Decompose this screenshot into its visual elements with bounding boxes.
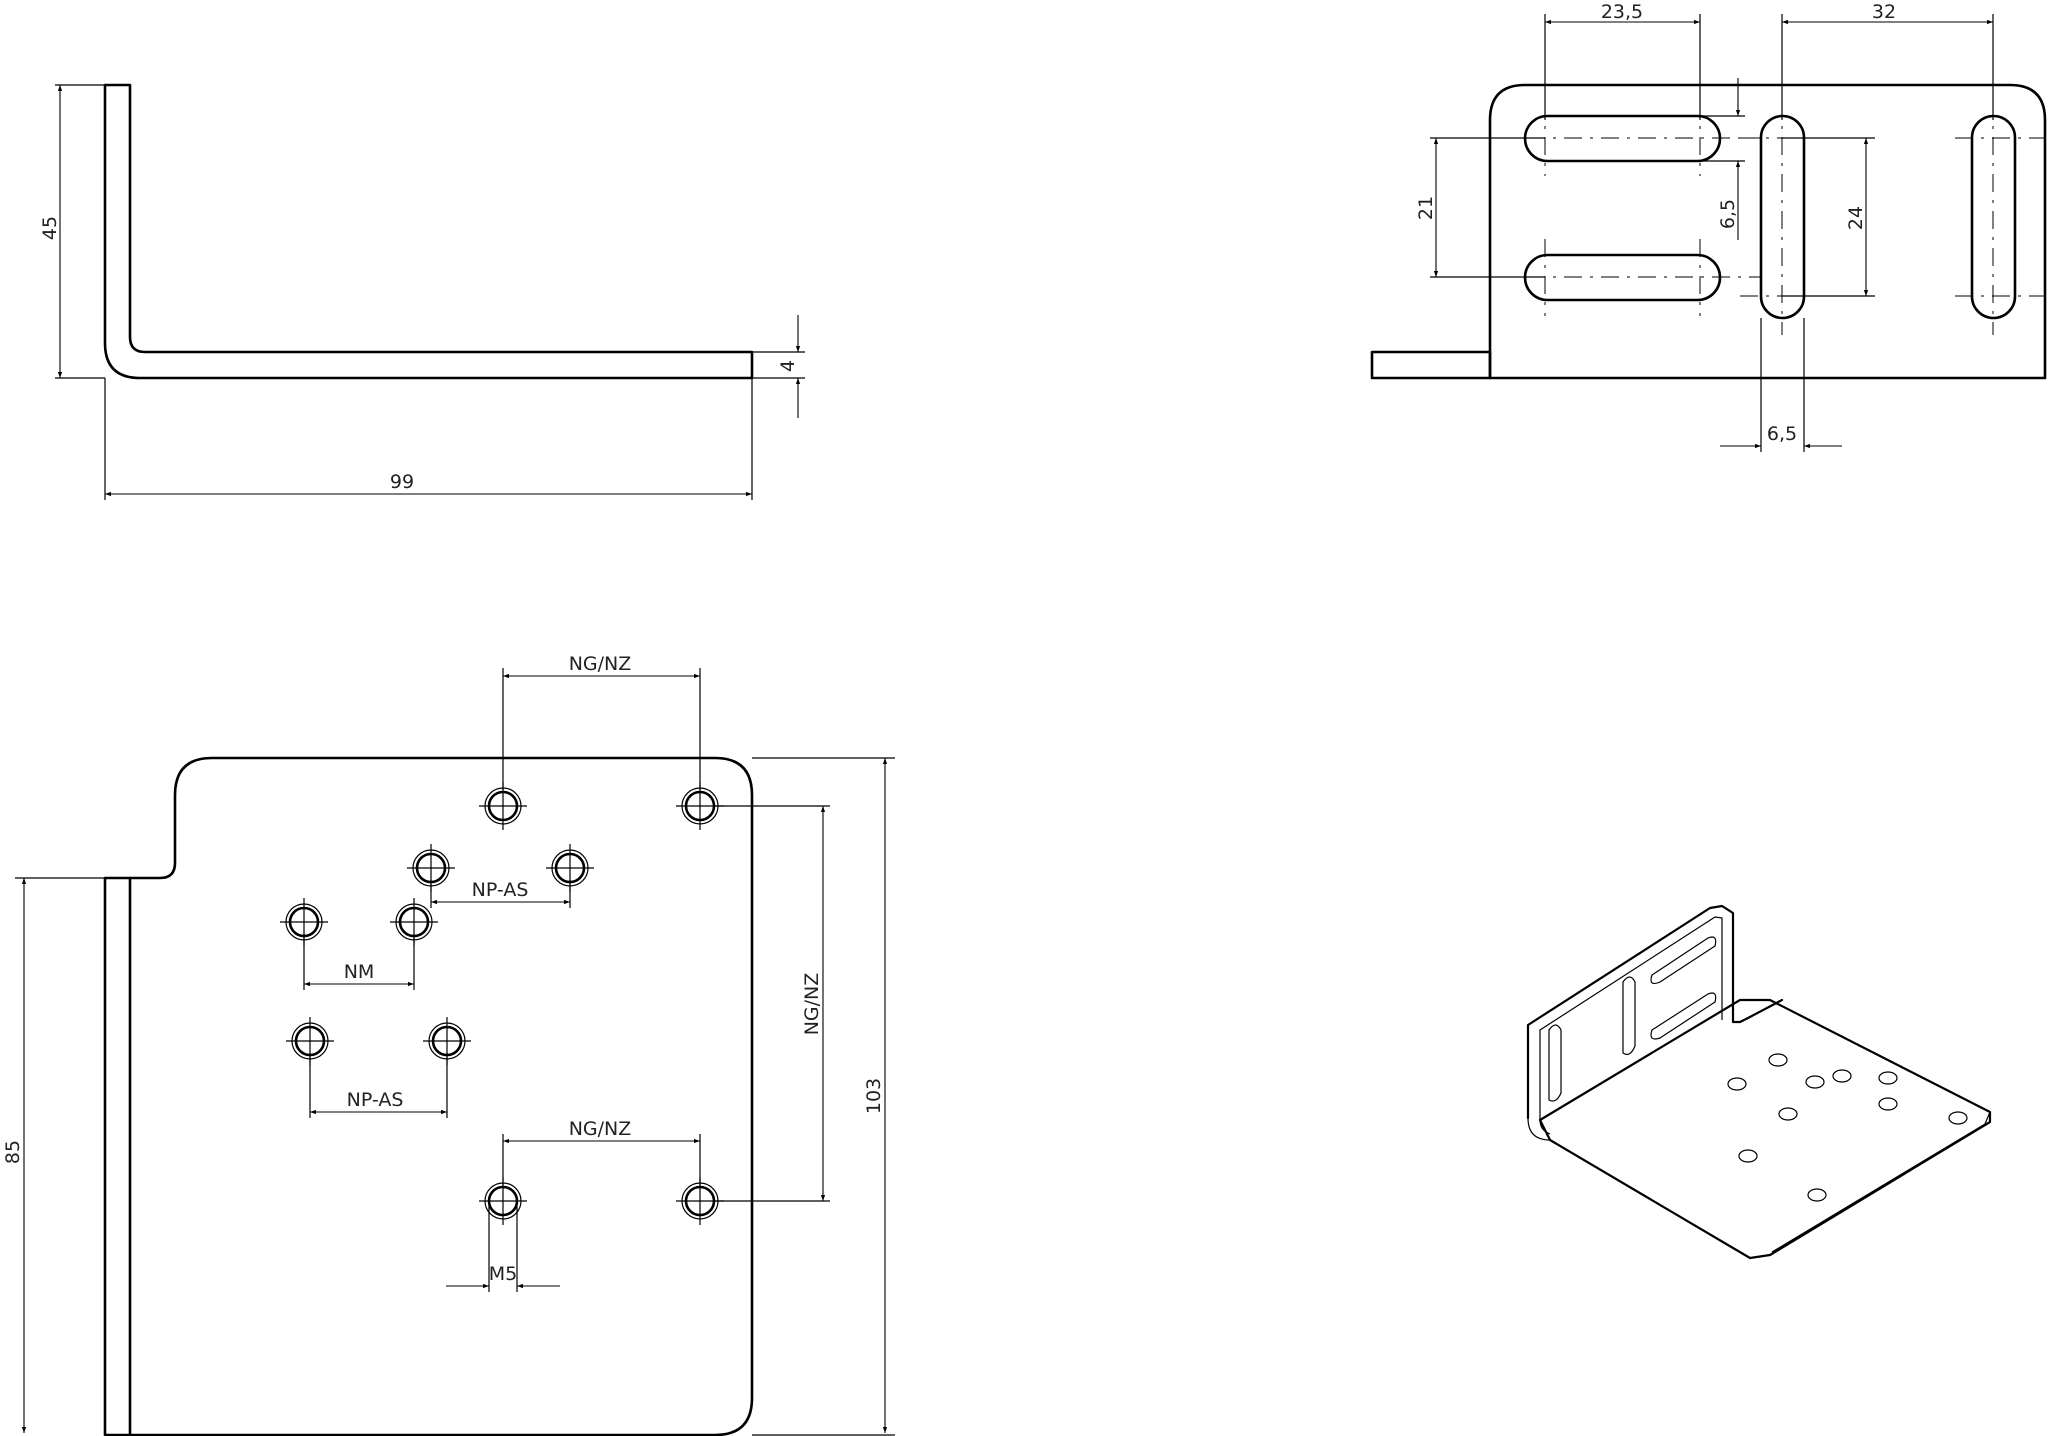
front-view: 23,5 32 21 6,5 24 6,5 bbox=[1370, 1, 2047, 452]
dim-side-height: 45 bbox=[39, 216, 61, 240]
dim-front-slot-width-bottom: 6,5 bbox=[1767, 423, 1797, 445]
dim-ng-nz-vertical: NG/NZ bbox=[801, 973, 823, 1036]
dim-nm: NM bbox=[344, 961, 375, 983]
dim-top-width: 103 bbox=[863, 1078, 885, 1114]
iso-hole-7 bbox=[1878, 1097, 1898, 1111]
iso-hole-6 bbox=[1778, 1107, 1798, 1121]
dim-ng-nz-lower: NG/NZ bbox=[569, 1118, 632, 1140]
front-view-outline bbox=[1488, 83, 2047, 380]
iso-slot-2 bbox=[1622, 976, 1636, 1056]
iso-hole-10 bbox=[1807, 1188, 1827, 1202]
iso-base-plate bbox=[1538, 998, 1992, 1260]
iso-vertical-wall bbox=[1526, 904, 1784, 1120]
iso-hole-5 bbox=[1878, 1071, 1898, 1085]
side-view: 45 4 99 bbox=[39, 83, 805, 500]
dim-front-slot-spacing: 23,5 bbox=[1601, 1, 1643, 23]
dim-front-slot-length: 24 bbox=[1845, 206, 1867, 230]
iso-hole-8 bbox=[1948, 1111, 1968, 1125]
iso-slot-4 bbox=[1650, 992, 1717, 1040]
iso-slot-3 bbox=[1650, 936, 1717, 985]
dim-thread-m5: M5 bbox=[489, 1263, 517, 1285]
iso-hole-4 bbox=[1832, 1069, 1852, 1083]
dim-top-depth: 85 bbox=[2, 1140, 24, 1164]
dim-front-slot-width: 6,5 bbox=[1717, 199, 1739, 229]
dim-front-slot-pitch: 32 bbox=[1872, 1, 1896, 23]
side-view-profile bbox=[103, 83, 754, 380]
dim-side-thickness: 4 bbox=[777, 360, 799, 372]
top-view-outline bbox=[103, 756, 754, 1436]
iso-hole-1 bbox=[1768, 1053, 1788, 1067]
top-view: NG/NZ NP-AS NM NP-AS NG/NZ NG/NZ M5 bbox=[2, 653, 895, 1436]
iso-slot-1 bbox=[1548, 1024, 1562, 1102]
dim-np-as-lower: NP-AS bbox=[347, 1089, 404, 1111]
isometric-view bbox=[1526, 904, 1992, 1260]
mounting-holes bbox=[280, 782, 724, 1225]
dim-front-slot-vertical: 21 bbox=[1415, 196, 1437, 220]
front-view-flange bbox=[1370, 350, 1492, 380]
iso-hole-3 bbox=[1805, 1075, 1825, 1089]
dim-side-length: 99 bbox=[390, 471, 414, 493]
iso-hole-2 bbox=[1727, 1077, 1747, 1091]
iso-hole-9 bbox=[1738, 1149, 1758, 1163]
dim-ng-nz-upper: NG/NZ bbox=[569, 653, 632, 675]
dim-np-as-upper: NP-AS bbox=[472, 879, 529, 901]
